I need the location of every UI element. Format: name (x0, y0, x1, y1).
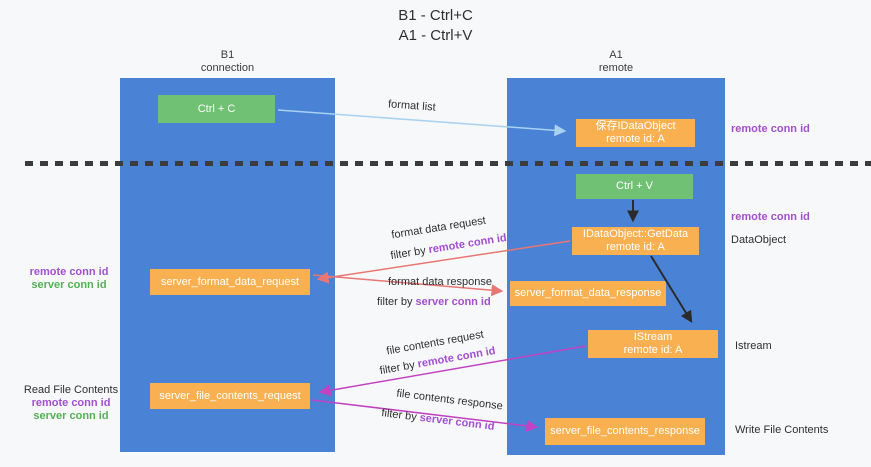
node-save-idataobject-line1: 保存IDataObject (595, 120, 676, 132)
node-server-file-contents-request-label: server_file_contents_request (159, 389, 301, 402)
lane-b1-subtitle: connection (200, 62, 255, 74)
lane-a1-subtitle: remote (598, 62, 634, 74)
filter-by-value: server conn id (418, 411, 496, 433)
lane-header-b1: B1 connection (120, 49, 335, 75)
filter-by-prefix: filter by (378, 358, 419, 378)
diagram-title-line2: A1 - Ctrl+V (398, 27, 473, 44)
filter-by-prefix: filter by (377, 296, 416, 308)
left-file-conn-id-labels: Read File Contents remote conn id server… (22, 384, 120, 423)
node-istream: IStream remote id: A (588, 330, 718, 358)
filter-by-prefix: filter by (380, 407, 421, 424)
filter-by-value: server conn id (415, 296, 491, 308)
left-format-conn-id-labels: remote conn id server conn id (22, 266, 116, 292)
istream-label: Istream (735, 340, 772, 352)
node-server-file-contents-response: server_file_contents_response (545, 418, 705, 445)
node-server-format-data-request: server_format_data_request (150, 269, 310, 295)
remote-conn-id-label-left-format: remote conn id (29, 266, 109, 278)
node-save-idataobject-line2: remote id: A (606, 133, 665, 145)
lane-b1-title: B1 (220, 49, 235, 61)
format-data-response-label: format data response (388, 276, 492, 288)
node-server-file-contents-request: server_file_contents_request (150, 383, 310, 409)
lane-header-a1: A1 remote (507, 49, 725, 75)
write-file-contents-label: Write File Contents (735, 424, 829, 436)
server-conn-id-label-left-file: server conn id (33, 410, 109, 422)
node-getdata-line2: remote id: A (606, 241, 665, 253)
node-ctrl-v: Ctrl + V (576, 174, 693, 199)
node-server-format-data-request-label: server_format_data_request (160, 275, 300, 288)
node-idataobject-getdata: IDataObject::GetData remote id: A (572, 227, 699, 255)
node-server-format-data-response: server_format_data_response (510, 281, 666, 306)
diagram-title-line1: B1 - Ctrl+C (398, 7, 473, 24)
lane-a1-title: A1 (609, 49, 623, 61)
node-save-idataobject: 保存IDataObject remote id: A (576, 119, 695, 147)
server-conn-id-label-left-format: server conn id (31, 279, 107, 291)
filter-by-prefix: filter by (389, 244, 430, 263)
dataobject-label: DataObject (731, 234, 787, 246)
node-istream-line1: IStream (633, 331, 673, 343)
filter-by-value: remote conn id (427, 231, 508, 257)
node-ctrl-v-label: Ctrl + V (616, 180, 653, 192)
remote-conn-id-label-left-file: remote conn id (31, 397, 111, 409)
read-file-contents-label: Read File Contents (23, 384, 119, 396)
node-istream-line2: remote id: A (623, 344, 683, 356)
remote-conn-id-label-mid: remote conn id (731, 211, 810, 223)
node-getdata-line1: IDataObject::GetData (582, 228, 689, 240)
dashed-separator-line (25, 161, 871, 166)
node-ctrl-c-label: Ctrl + C (197, 102, 236, 115)
node-ctrl-c: Ctrl + C (158, 95, 275, 123)
format-list-label: format list (387, 98, 437, 114)
node-server-file-contents-response-label: server_file_contents_response (550, 425, 700, 437)
remote-conn-id-label-top: remote conn id (731, 123, 810, 135)
node-server-format-data-response-label: server_format_data_response (514, 287, 662, 299)
format-data-response-filter-label: filter by server conn id (377, 296, 491, 309)
diagram-title: B1 - Ctrl+C A1 - Ctrl+V (0, 6, 871, 46)
file-contents-response-label: file contents response (395, 387, 504, 413)
file-contents-response-filter-label: filter by server conn id (381, 407, 495, 434)
